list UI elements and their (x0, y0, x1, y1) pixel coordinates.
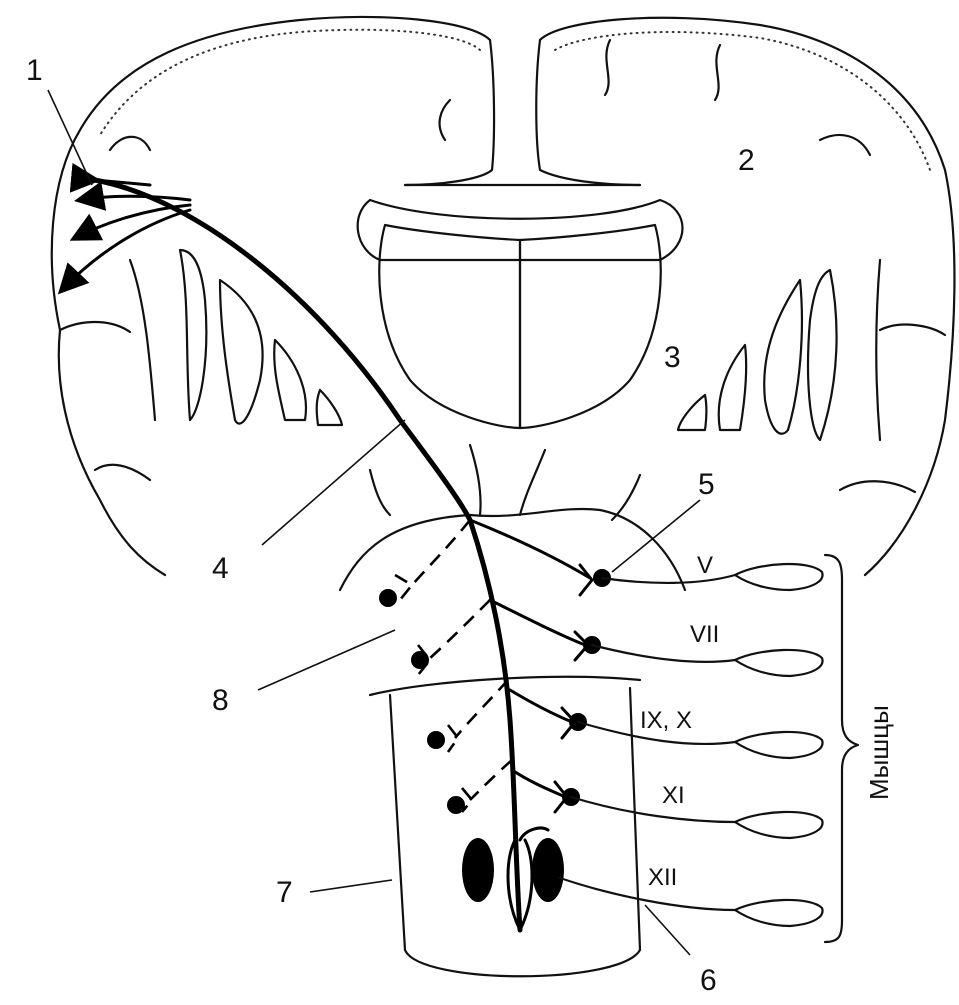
left-basal-ganglia (180, 250, 342, 425)
motor-nuclei-left (379, 589, 465, 814)
brainstem (340, 445, 685, 590)
hypoglossal-nuclei (462, 838, 564, 930)
nerve-label-vii: VII (690, 621, 719, 648)
label-6: 6 (700, 964, 717, 997)
leader-lines (48, 90, 700, 955)
label-7: 7 (276, 876, 293, 909)
motor-nuclei-right (562, 569, 611, 806)
label-1: 1 (26, 54, 43, 87)
label-5: 5 (698, 468, 715, 501)
muscles-label: Мышцы (864, 705, 894, 800)
left-hemisphere (52, 17, 494, 575)
ipsilateral-dashed-branches (395, 520, 512, 812)
nerve-label-v: V (697, 552, 713, 579)
muscles (735, 564, 823, 926)
label-3: 3 (664, 341, 681, 374)
nerve-label-ix-x: IX, X (640, 707, 692, 734)
corticonuclear-tract (62, 180, 520, 930)
thalamus (358, 200, 683, 428)
right-basal-ganglia (678, 270, 837, 440)
nerve-label-xii: XII (648, 864, 677, 891)
label-4: 4 (212, 552, 229, 585)
right-hemisphere (536, 18, 954, 575)
label-2: 2 (738, 144, 755, 177)
medulla (370, 677, 640, 976)
muscles-brace (825, 555, 858, 942)
label-8: 8 (212, 684, 229, 717)
nerve-label-xi: XI (662, 782, 685, 809)
